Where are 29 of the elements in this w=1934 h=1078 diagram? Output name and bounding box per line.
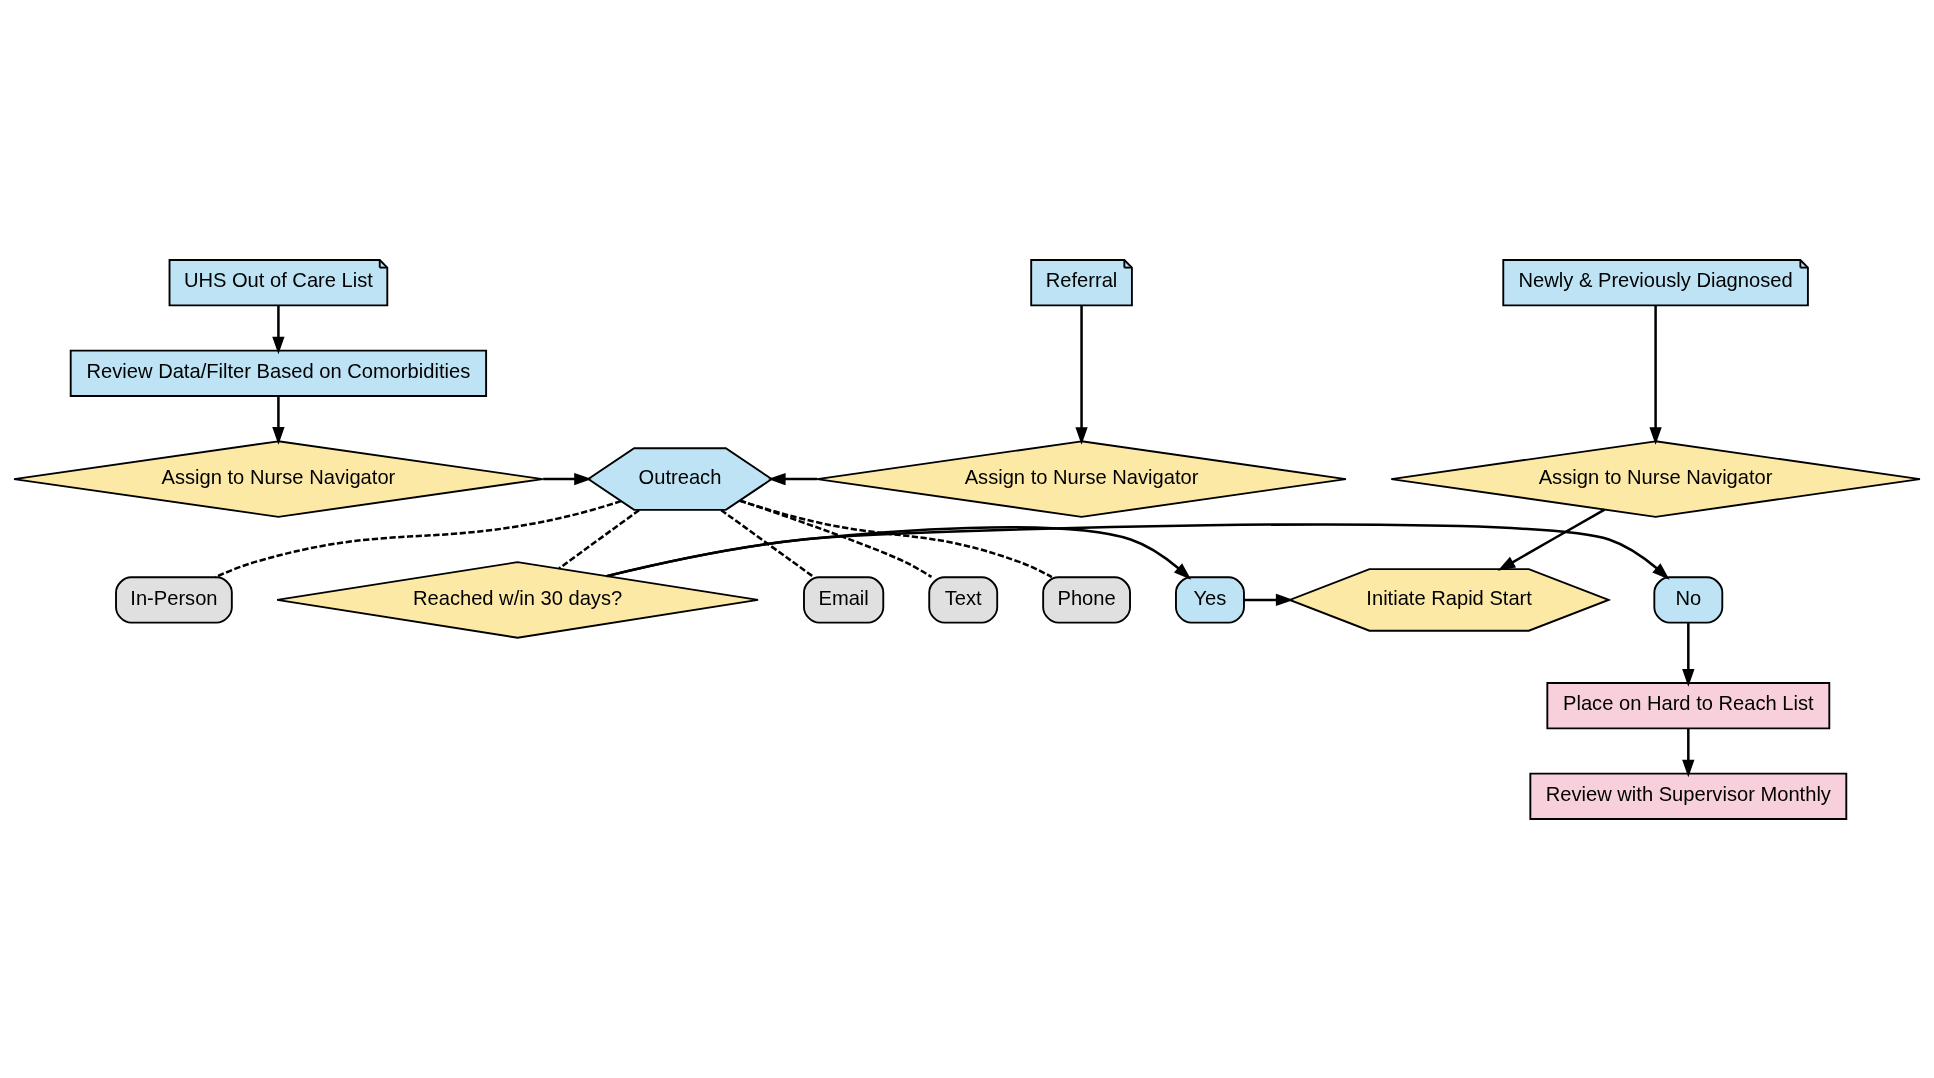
node-box: In-Person bbox=[115, 575, 233, 624]
node-box: Review with Supervisor Monthly bbox=[1529, 772, 1848, 820]
arrow bbox=[272, 396, 285, 445]
node-box: Phone bbox=[1042, 575, 1131, 624]
node-box: Review Data/Filter Based on Comorbidities bbox=[69, 349, 488, 397]
arrow bbox=[767, 472, 818, 485]
node-box: No bbox=[1653, 575, 1724, 624]
arrow bbox=[543, 472, 592, 485]
node-box: Email bbox=[803, 575, 885, 624]
connector bbox=[558, 508, 640, 569]
arrow bbox=[272, 305, 285, 354]
node-diamond: Assign to Nurse Navigator bbox=[1390, 439, 1921, 518]
node-diamond: Assign to Nurse Navigator bbox=[816, 439, 1347, 518]
arrow bbox=[606, 522, 1670, 580]
arrow bbox=[1075, 304, 1088, 445]
node-diamond: Reached w/in 30 days? bbox=[276, 560, 759, 639]
arrow bbox=[1649, 304, 1662, 445]
node-box: Text bbox=[928, 575, 999, 624]
arrow bbox=[1497, 508, 1606, 571]
arrow bbox=[1244, 593, 1294, 606]
connector bbox=[720, 508, 815, 578]
connector bbox=[214, 499, 622, 578]
arrow bbox=[1682, 622, 1695, 687]
node-box: Place on Hard to Reach List bbox=[1546, 681, 1831, 729]
arrow bbox=[606, 525, 1192, 580]
node-box: Yes bbox=[1175, 575, 1245, 624]
node-diamond: Assign to Nurse Navigator bbox=[13, 439, 544, 518]
arrow bbox=[1682, 728, 1695, 777]
connector bbox=[739, 499, 1053, 578]
